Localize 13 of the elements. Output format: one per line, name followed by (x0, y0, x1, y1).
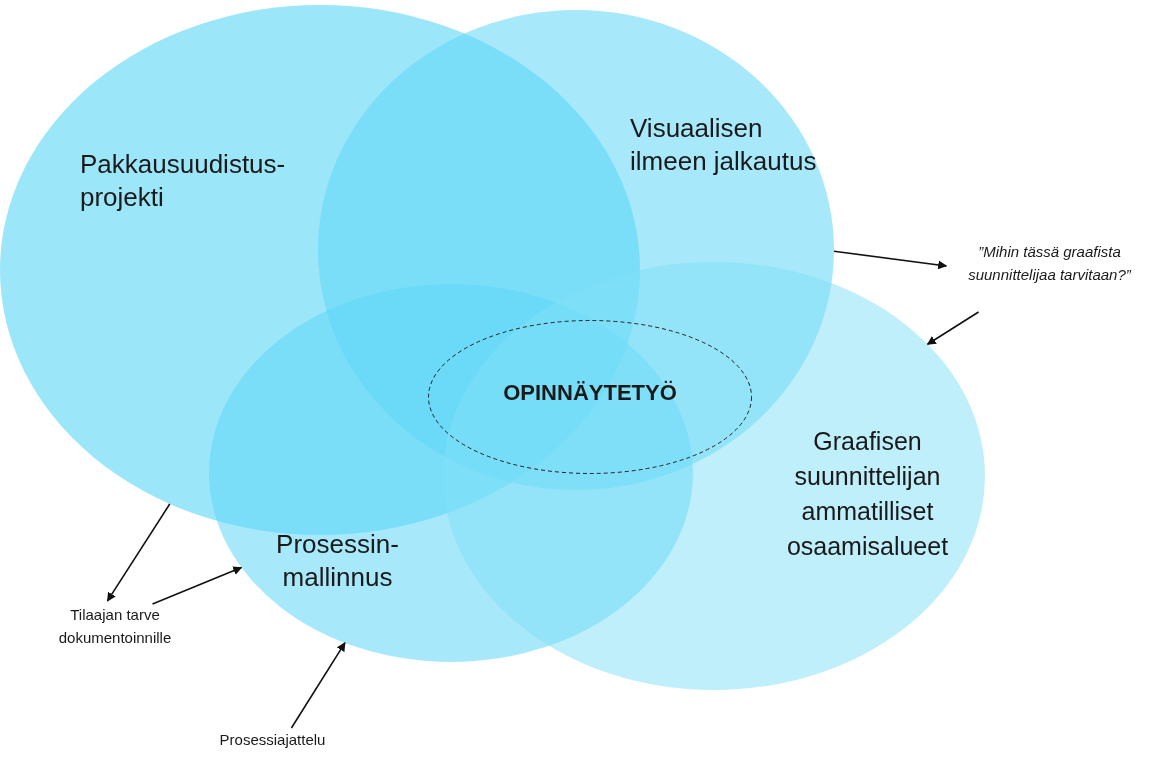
ellipse-label: Prosessin-mallinnus (275, 528, 400, 595)
arrow (151, 566, 243, 605)
center-title: OPINNÄYTETYÖ (502, 380, 678, 407)
note-label: Prosessiajattelu (218, 730, 327, 750)
ellipse-label: Visuaalisen ilmeen jalkautus (630, 112, 818, 179)
arrow (106, 503, 171, 602)
arrow (926, 311, 980, 346)
question-note: ”Mihin tässä graafista suunnittelijaa tarvitaan?” (967, 242, 1133, 286)
arrow (290, 642, 346, 729)
ellipse-label: Graafisen suunnittelijan ammatilliset osaamisalueet (785, 426, 950, 562)
arrow (833, 250, 948, 270)
note-label: Tilaajan tarve dokumentoinnille (57, 605, 173, 649)
ellipse-label: Pakkausuudistus-projekti (80, 148, 287, 215)
